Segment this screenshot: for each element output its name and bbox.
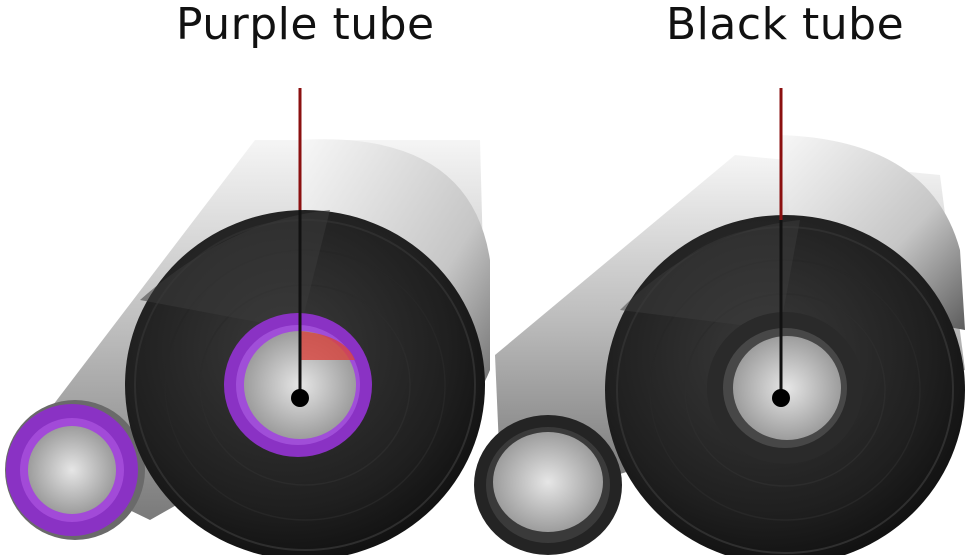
black-tube-roll [474,88,965,555]
purple-tube-roll [5,88,490,555]
black-core [707,312,863,464]
black-tube-label: Black tube [666,0,905,50]
black-small-core [474,415,622,555]
purple-small-core [5,400,145,540]
purple-tube-label: Purple tube [176,0,435,50]
black-pointer-dot [772,389,790,407]
purple-pointer-dot [291,389,309,407]
purple-core [224,313,372,457]
